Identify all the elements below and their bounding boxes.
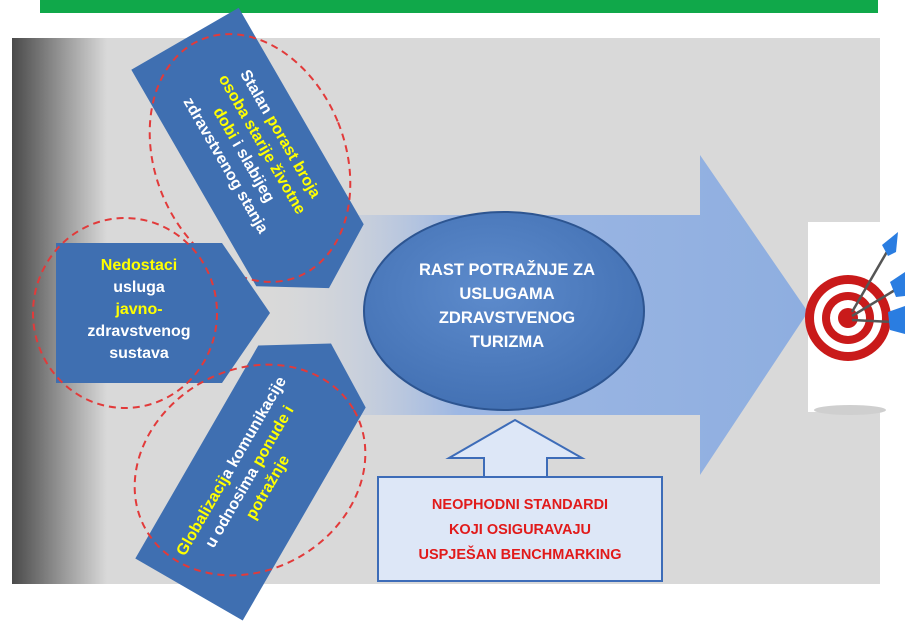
center-text-line: USLUGAMA <box>459 285 554 303</box>
middle-text-line: zdravstvenog <box>87 323 190 340</box>
highlighted-text: javno- <box>114 301 162 318</box>
standards-text-line: NEOPHODNI STANDARDI <box>432 497 608 513</box>
bottom-dashed-circle <box>133 363 367 577</box>
middle-text-line: usluga <box>113 279 165 296</box>
highlighted-text: Nedostaci <box>101 257 177 274</box>
center-text-line: RAST POTRAŽNJE ZA <box>419 260 595 279</box>
top-dashed-circle <box>148 33 352 283</box>
plain-text: sustava <box>109 345 169 362</box>
middle-pentagon-text: Nedostaci usluga javno-zdravstvenog sustava <box>87 257 190 362</box>
plain-text: zdravstvenog <box>87 323 190 340</box>
top-pentagon <box>131 7 364 289</box>
top-pentagon-shape: Stalan porast brojaosoba starije životne… <box>131 7 364 289</box>
standards-text-line: KOJI OSIGURAVAJU <box>449 522 591 538</box>
middle-text-line: sustava <box>109 345 169 362</box>
middle-pentagon <box>56 243 270 383</box>
middle-text-line: javno- <box>114 301 162 318</box>
bottom-pentagon <box>135 343 366 621</box>
target-with-darts-icon <box>805 222 905 415</box>
standards-text-line: USPJEŠAN BENCHMARKING <box>418 545 621 563</box>
top-green-bar <box>40 0 878 13</box>
center-text-line: ZDRAVSTVENOG <box>439 309 575 327</box>
bottom-pentagon-shape: Globalizacija komunikacijeu odnosima pon… <box>135 343 366 621</box>
middle-dashed-circle <box>32 217 218 409</box>
middle-pentagon-shape: Nedostaci usluga javno-zdravstvenog sustava <box>56 243 270 383</box>
standards-box <box>377 476 663 582</box>
center-ellipse-text: RAST POTRAŽNJE ZA USLUGAMA ZDRAVSTVENOG TUR… <box>419 260 595 351</box>
middle-text-line: Nedostaci <box>101 257 177 274</box>
center-text-line: TURIZMA <box>470 333 544 351</box>
center-ellipse <box>363 211 645 411</box>
plain-text: usluga <box>113 279 165 296</box>
standards-text: NEOPHODNI STANDARDI KOJI OSIGURAVAJU USPJE… <box>418 497 621 563</box>
